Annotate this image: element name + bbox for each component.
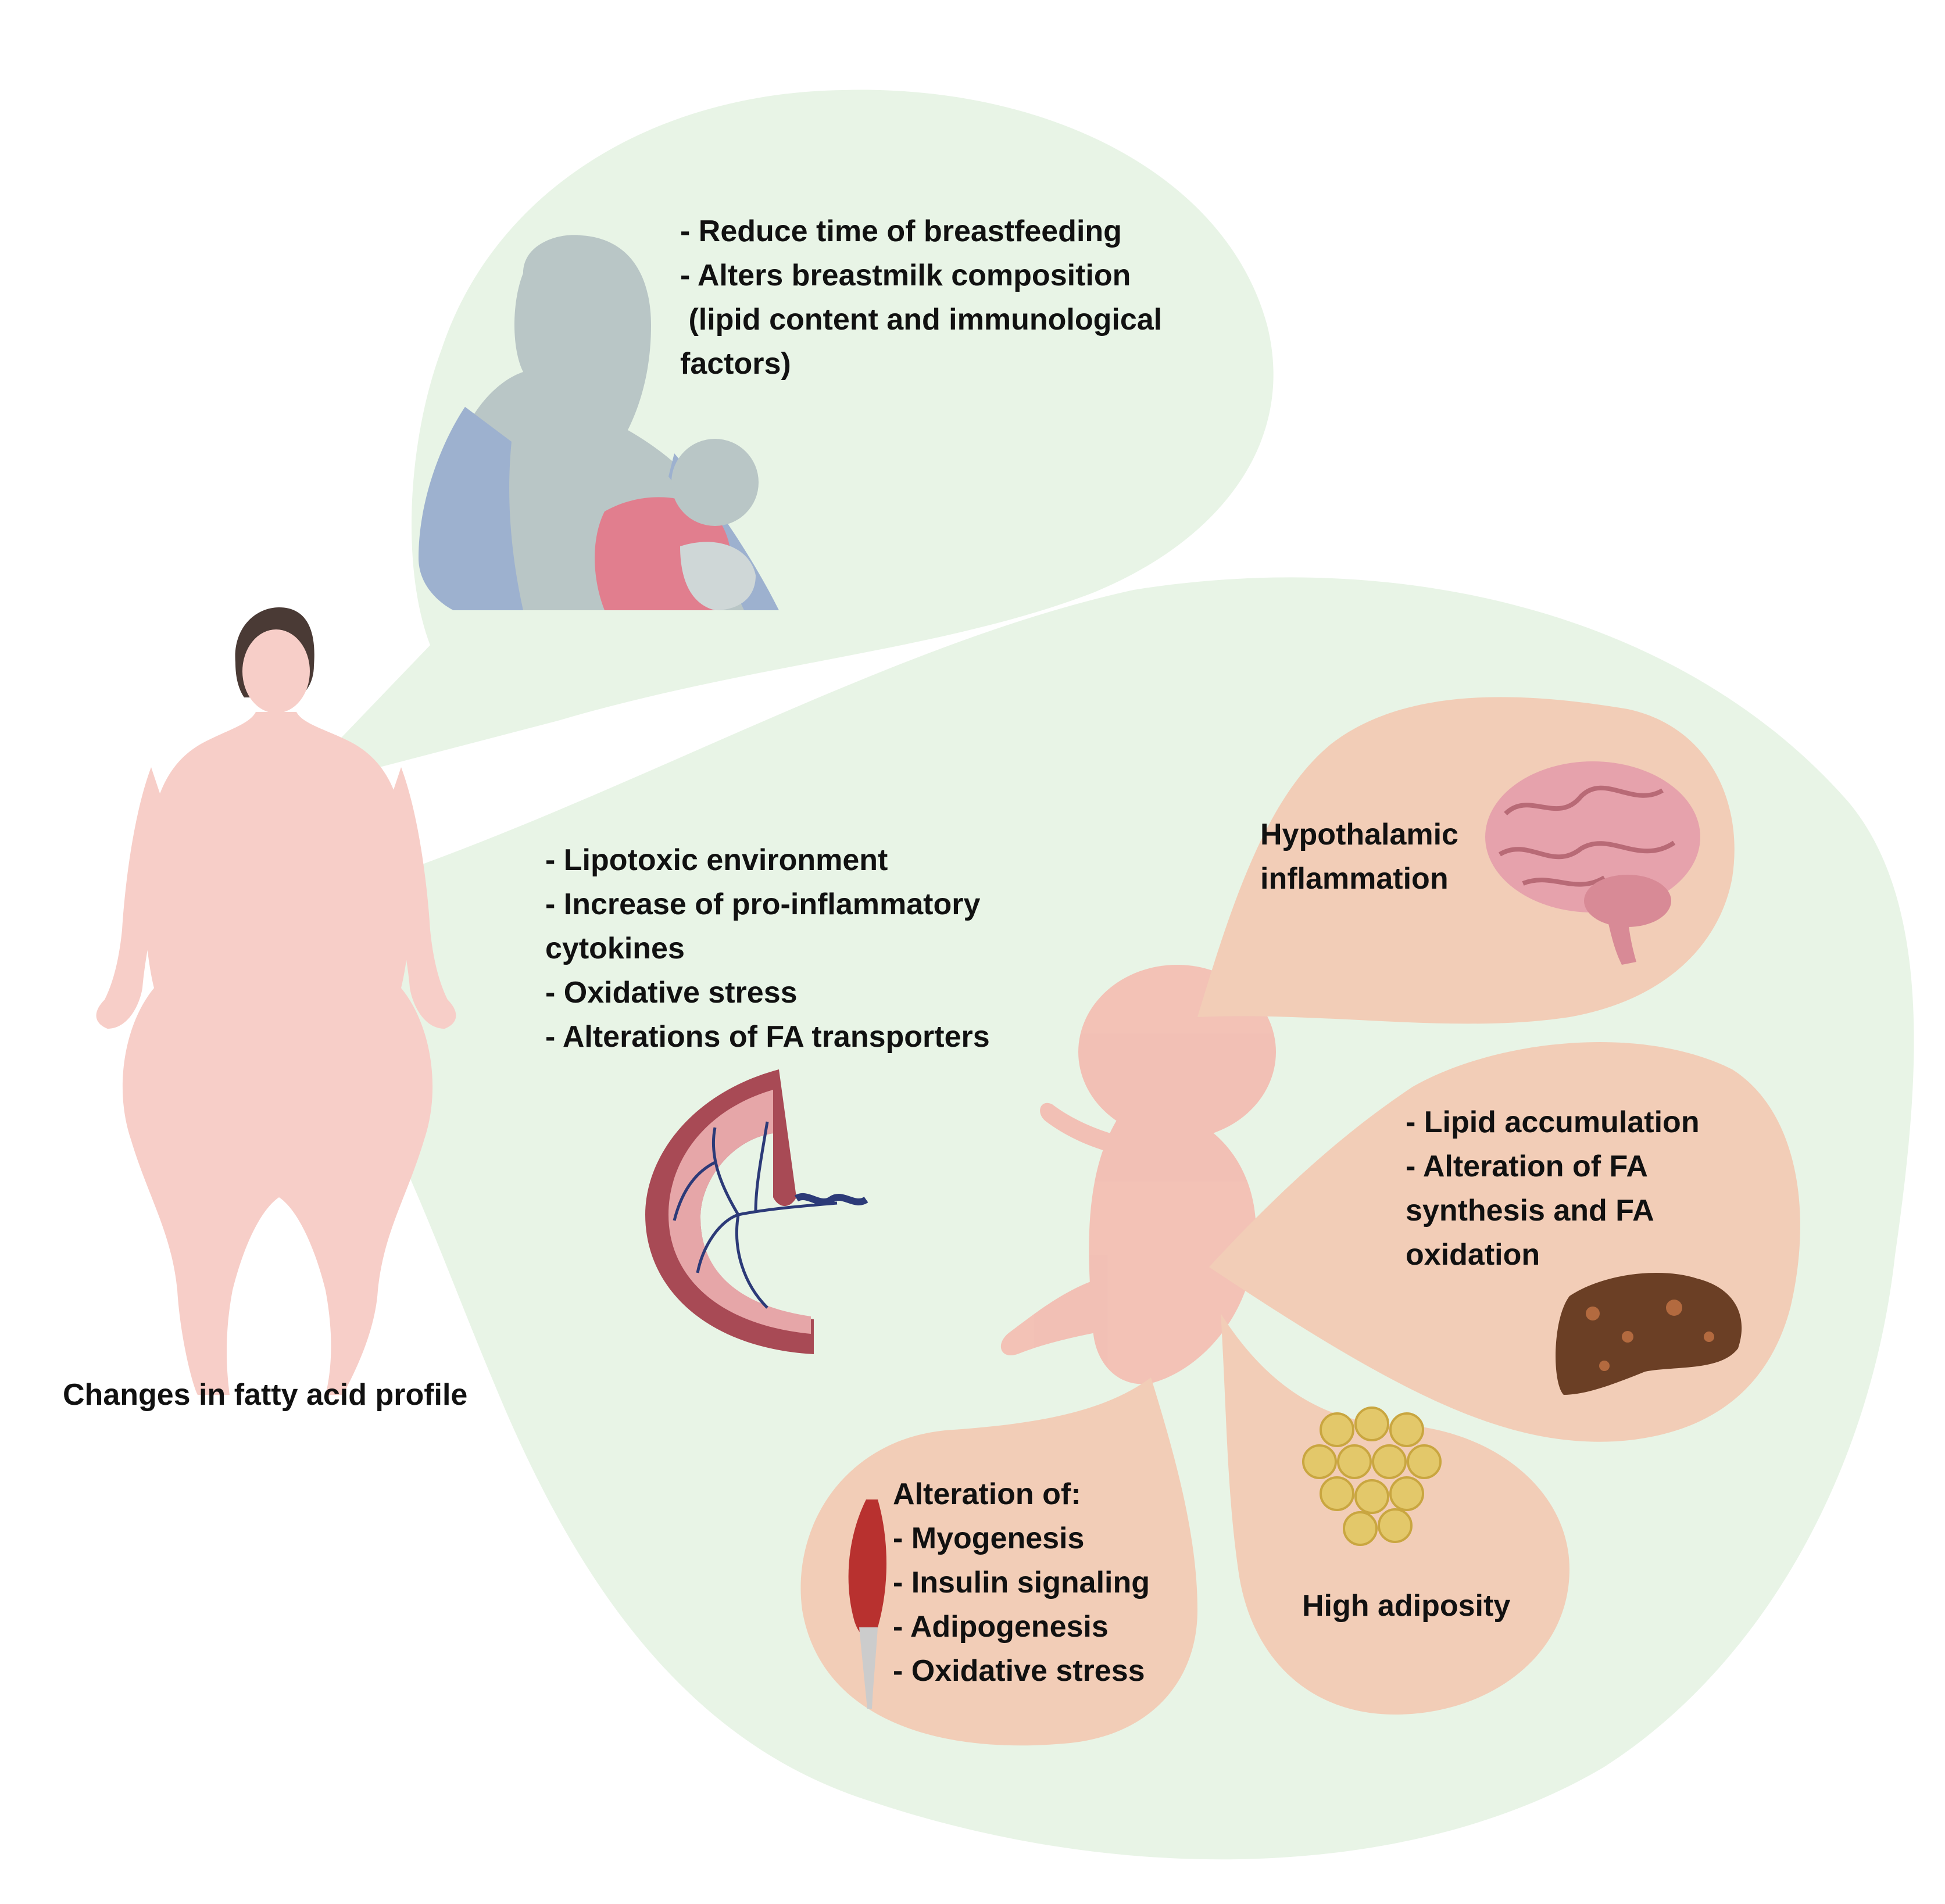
mother-left-arm (96, 767, 174, 1029)
fat-cell (1302, 1444, 1337, 1479)
muscle-tendon (859, 1627, 878, 1709)
liver-spot (1704, 1332, 1714, 1342)
liver-illustration (1556, 1273, 1742, 1395)
brain-illustration (1485, 761, 1700, 965)
placenta-illustration (645, 1069, 868, 1354)
brain-stem (1604, 907, 1636, 965)
liver-spot (1666, 1300, 1682, 1316)
adipose-label: High adiposity (1302, 1589, 1511, 1623)
breastfeeding-line-1: - Reduce time of breastfeeding (680, 214, 1122, 248)
muscle-line-3: - Insulin signaling (893, 1566, 1150, 1599)
liver-line-3: synthesis and FA (1406, 1194, 1654, 1227)
placenta-inner (668, 1090, 811, 1334)
muscle-belly (848, 1499, 886, 1638)
brain-folds (1498, 785, 1676, 887)
brain-cerebellum (1584, 875, 1671, 927)
fetus-arm (1040, 1103, 1134, 1157)
breastfeeding-effects-text: - Reduce time of breastfeeding - Alters … (680, 209, 1162, 386)
brain-effects-text: Hypothalamic inflammation (1260, 813, 1458, 901)
brain-line-1: Hypothalamic (1260, 818, 1458, 851)
breastfeeding-illustration (419, 235, 779, 611)
placenta-line-5: - Alterations of FA transporters (545, 1020, 990, 1054)
liver-line-4: oxidation (1406, 1238, 1540, 1272)
baby-head (671, 439, 759, 526)
breastfeeding-line-3: (lipid content and immunological (680, 303, 1163, 337)
mother-caption: Changes in fatty acid profile (63, 1378, 468, 1412)
fetus-body (1089, 1104, 1256, 1384)
fat-cell (1320, 1412, 1354, 1447)
fetus-leg (1000, 1279, 1104, 1355)
breastfeeding-line-4: factors) (680, 347, 791, 381)
fat-cell (1389, 1476, 1424, 1511)
brain-cerebrum (1485, 761, 1700, 912)
placenta-line-4: - Oxidative stress (545, 976, 798, 1010)
muscle-bubble (800, 1377, 1197, 1746)
fat-cells-illustration (1302, 1406, 1442, 1546)
fat-cell (1372, 1444, 1407, 1479)
fat-cell (1407, 1444, 1442, 1479)
placenta-vessels (673, 1121, 838, 1309)
placenta-effects-text: - Lipotoxic environment - Increase of pr… (545, 838, 990, 1059)
mother-head (242, 629, 310, 713)
muscle-line-5: - Oxidative stress (893, 1654, 1145, 1688)
placenta-body (645, 1069, 814, 1354)
liver-spot (1599, 1361, 1610, 1371)
brain-line-2: inflammation (1260, 862, 1449, 896)
fat-cell (1337, 1444, 1372, 1479)
placenta-line-1: - Lipotoxic environment (545, 843, 888, 877)
mother-right-arm (378, 767, 456, 1029)
fat-cell (1343, 1511, 1378, 1546)
fat-cell (1389, 1412, 1424, 1447)
liver-line-1: - Lipid accumulation (1406, 1105, 1700, 1139)
mother-robe (419, 407, 779, 610)
mother-hand (680, 542, 756, 610)
mother-figure (96, 607, 456, 1395)
fat-cell (1378, 1508, 1413, 1543)
breastfeeding-line-2: - Alters breastmilk composition (680, 259, 1131, 292)
fat-cell (1354, 1406, 1389, 1441)
muscle-line-1: Alteration of: (893, 1477, 1081, 1511)
mother-body (122, 712, 433, 1395)
fat-cell (1320, 1476, 1354, 1511)
muscle-line-4: - Adipogenesis (893, 1610, 1109, 1644)
umbilical-cord (794, 1193, 868, 1206)
muscle-line-2: - Myogenesis (893, 1522, 1085, 1555)
liver-spot (1586, 1307, 1600, 1320)
muscle-illustration (848, 1499, 886, 1709)
liver-effects-text: - Lipid accumulation - Alteration of FA … (1406, 1100, 1700, 1277)
muscle-effects-text: Alteration of: - Myogenesis - Insulin si… (893, 1472, 1150, 1693)
liver-line-2: - Alteration of FA (1406, 1150, 1648, 1183)
fat-cell (1354, 1479, 1389, 1514)
liver-spot (1622, 1331, 1633, 1343)
placenta-line-2: - Increase of pro-inflammatory (545, 887, 981, 921)
placenta-line-3: cytokines (545, 932, 685, 965)
